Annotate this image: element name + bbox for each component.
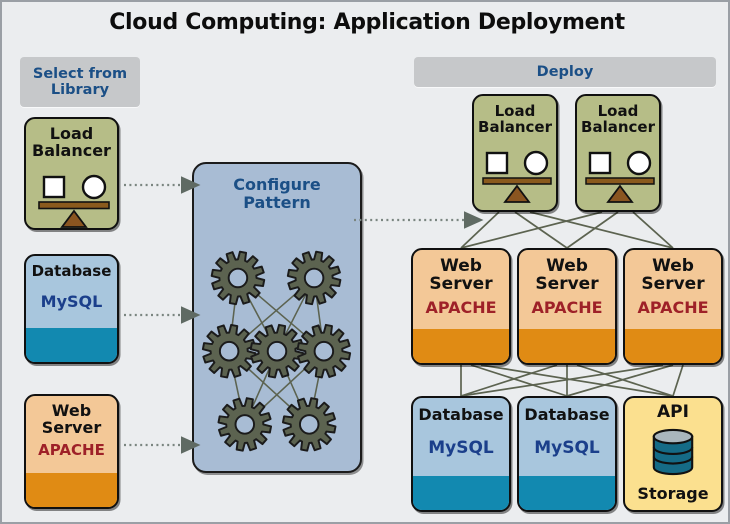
- library-node-load-balancer[interactable]: Load Balancer: [24, 117, 119, 230]
- node-tech-label: APACHE: [38, 441, 105, 460]
- gear-icon: [201, 323, 257, 379]
- node-label-line1: Database: [418, 405, 504, 424]
- gear-icon: [210, 250, 266, 306]
- library-node-web-server[interactable]: Web Server APACHE: [24, 394, 119, 509]
- node-tech-label: APACHE: [531, 298, 603, 318]
- library-header-line2: Library: [50, 82, 110, 98]
- deploy-node-web-server-1[interactable]: Web Server APACHE: [411, 248, 511, 365]
- node-label-line1: Web: [440, 256, 482, 276]
- node-label-line2: Balancer: [581, 117, 655, 136]
- node-tech-label: MySQL: [40, 291, 103, 311]
- node-storage-label: Storage: [637, 484, 709, 504]
- library-header-line1: Select from: [32, 65, 128, 82]
- node-label-line2: Balancer: [478, 117, 552, 136]
- deploy-node-load-balancer-1[interactable]: Load Balancer: [472, 94, 558, 212]
- balance-scale-icon: [482, 150, 552, 203]
- page-title: Cloud Computing: Application Deployment: [109, 10, 625, 35]
- node-tech-label: MySQL: [428, 437, 494, 458]
- configure-pattern-panel[interactable]: Configure Pattern: [192, 162, 362, 473]
- gear-icon: [281, 397, 337, 452]
- library-node-database[interactable]: Database MySQL: [24, 254, 119, 364]
- node-tech-label: APACHE: [425, 298, 497, 318]
- node-label-line1: Database: [31, 262, 112, 280]
- section-header-select-from-library: Select from Library: [20, 57, 140, 107]
- gear-icon: [296, 323, 352, 379]
- node-label-line2: Server: [641, 273, 705, 294]
- node-label-line1: Web: [546, 256, 588, 276]
- gear-icon: [249, 323, 305, 379]
- section-header-deploy: Deploy: [414, 57, 716, 87]
- node-label-line1: Load: [597, 102, 639, 120]
- configure-title-line2: Pattern: [243, 193, 311, 213]
- deploy-header-label: Deploy: [536, 63, 594, 80]
- node-label-line1: Load: [494, 102, 536, 120]
- node-label-line2: Server: [535, 273, 599, 294]
- balance-scale-icon: [585, 150, 655, 203]
- deploy-node-database-1[interactable]: Database MySQL: [411, 396, 511, 512]
- balance-scale-icon: [38, 174, 110, 228]
- node-label-line2: Server: [41, 417, 102, 437]
- node-label-line1: API: [657, 402, 689, 422]
- configure-title-line1: Configure: [233, 175, 321, 194]
- deploy-node-web-server-3[interactable]: Web Server APACHE: [623, 248, 723, 365]
- deploy-node-database-2[interactable]: Database MySQL: [517, 396, 617, 512]
- gear-icon: [286, 250, 342, 306]
- deploy-node-web-server-2[interactable]: Web Server APACHE: [517, 248, 617, 365]
- deploy-node-api-storage[interactable]: API Storage: [623, 396, 723, 512]
- node-label-line1: Web: [652, 256, 694, 276]
- deploy-node-load-balancer-2[interactable]: Load Balancer: [575, 94, 661, 212]
- gear-icon: [217, 397, 273, 452]
- node-label-line1: Database: [524, 405, 610, 424]
- node-label-line1: Web: [51, 401, 92, 420]
- node-tech-label: MySQL: [534, 437, 600, 458]
- database-cylinder-icon: [652, 428, 694, 476]
- node-label-line1: Load: [49, 124, 94, 143]
- node-tech-label: APACHE: [637, 298, 709, 318]
- gear-network-graphic: [201, 250, 352, 452]
- node-label-line2: Balancer: [32, 140, 111, 160]
- node-label-line2: Server: [429, 273, 493, 294]
